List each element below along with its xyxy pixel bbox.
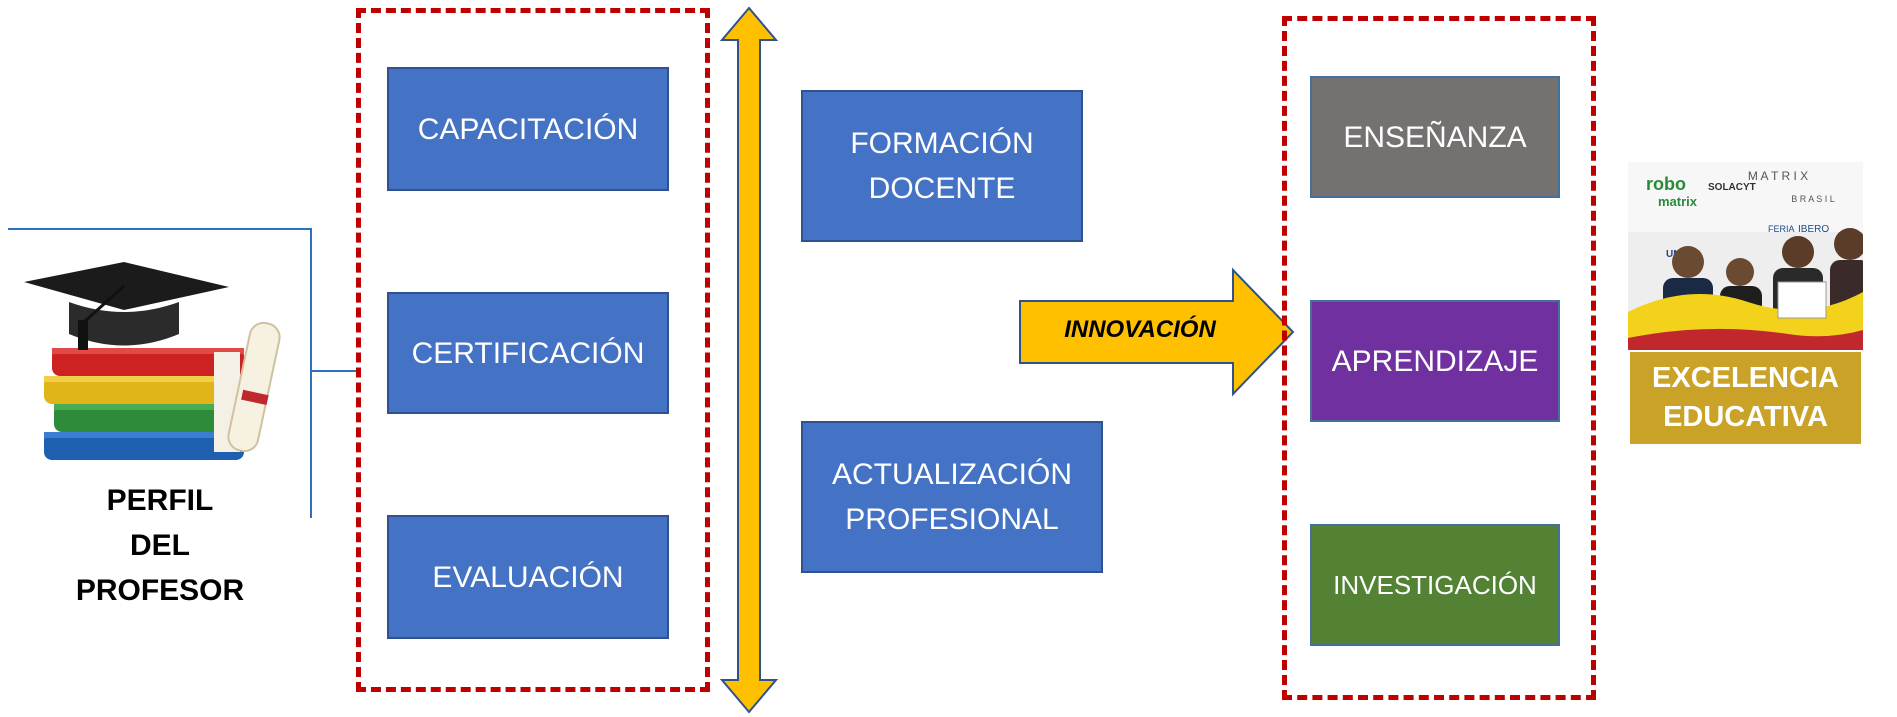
left-dashed-group	[356, 8, 710, 692]
formacion-docente-box: FORMACIÓN DOCENTE	[801, 90, 1083, 242]
innovacion-arrow	[1019, 267, 1295, 397]
photo-text-feria: FERIA	[1768, 224, 1795, 234]
capacitacion-label: CAPACITACIÓN	[417, 112, 639, 146]
ensenanza-label: ENSEÑANZA	[1343, 120, 1527, 154]
award-photo: M A T R I X B R A S I L robo matrix SOLA…	[1628, 162, 1863, 350]
actualizacion-profesional-box: ACTUALIZACIÓN PROFESIONAL	[801, 421, 1103, 573]
formacion-line2: DOCENTE	[868, 172, 1016, 205]
photo-text-ibero: IBERO	[1798, 224, 1829, 235]
certificacion-box: CERTIFICACIÓN	[387, 292, 669, 414]
award-photo-illustration: M A T R I X B R A S I L robo matrix SOLA…	[1628, 162, 1863, 350]
photo-text-matrix-logo: matrix	[1658, 194, 1698, 209]
formacion-line1: FORMACIÓN	[850, 127, 1034, 160]
graduation-cap-icon	[24, 262, 229, 350]
perfil-line1: PERFIL	[106, 484, 214, 517]
colombia-flag-icon	[1628, 292, 1863, 350]
photo-text-brasil: B R A S I L	[1791, 194, 1835, 204]
innovacion-label: INNOVACIÓN	[1064, 316, 1216, 343]
right-dashed-group	[1282, 16, 1596, 700]
investigacion-box: INVESTIGACIÓN	[1310, 524, 1560, 646]
certificacion-label: CERTIFICACIÓN	[411, 336, 645, 370]
certificate-icon	[1777, 281, 1827, 319]
perfil-line3: PROFESOR	[75, 574, 245, 607]
photo-text-solacyt: SOLACYT	[1708, 182, 1756, 193]
evaluacion-label: EVALUACIÓN	[432, 560, 624, 594]
perfil-label: PERFIL DEL PROFESOR	[40, 478, 280, 613]
books-stack-icon	[44, 348, 244, 460]
vertical-double-arrow	[719, 6, 779, 714]
actualizacion-line1: ACTUALIZACIÓN	[831, 458, 1073, 491]
investigacion-label: INVESTIGACIÓN	[1333, 569, 1537, 600]
excelencia-line1: EXCELENCIA	[1652, 361, 1839, 394]
photo-text-robo: robo	[1646, 174, 1686, 194]
ensenanza-box: ENSEÑANZA	[1310, 76, 1560, 198]
perfil-frame	[8, 228, 312, 518]
evaluacion-box: EVALUACIÓN	[387, 515, 669, 639]
diploma-scroll-icon	[227, 321, 281, 453]
excelencia-line2: EDUCATIVA	[1663, 401, 1828, 433]
aprendizaje-box: APRENDIZAJE	[1310, 300, 1560, 422]
books-graduation-image	[24, 262, 281, 460]
excelencia-educativa-label: EXCELENCIA EDUCATIVA	[1628, 350, 1863, 446]
photo-text-matrix: M A T R I X	[1748, 169, 1808, 183]
capacitacion-box: CAPACITACIÓN	[387, 67, 669, 191]
actualizacion-line2: PROFESIONAL	[845, 503, 1059, 536]
perfil-line2: DEL	[130, 529, 190, 562]
aprendizaje-label: APRENDIZAJE	[1331, 344, 1539, 378]
perfil-connector-line	[312, 370, 356, 372]
